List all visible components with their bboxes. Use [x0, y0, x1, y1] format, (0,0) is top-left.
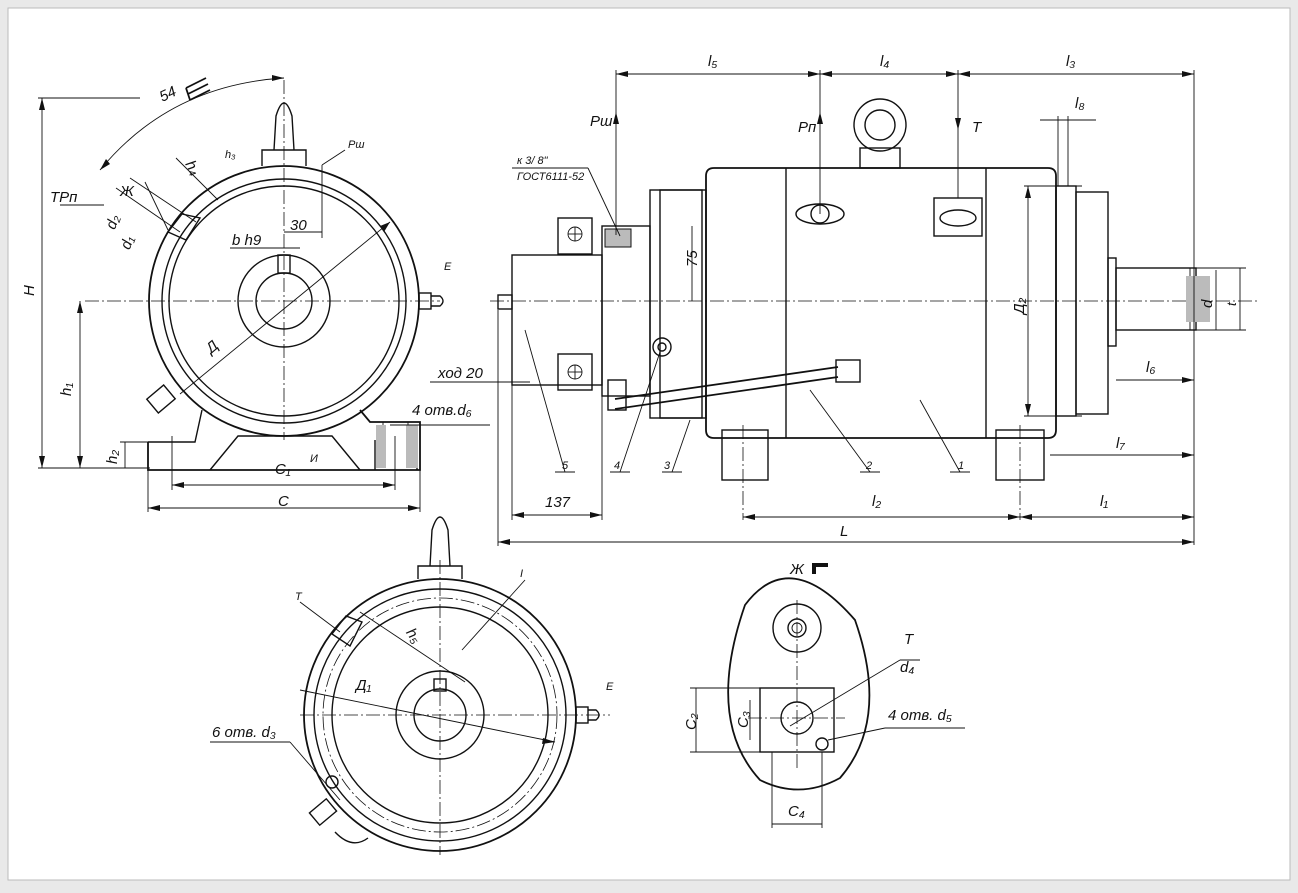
label-C3: C₃: [735, 711, 752, 728]
label-T-small: T: [295, 591, 303, 603]
label-pipe-thread: к 3/ 8": [517, 155, 549, 167]
label-C2: C₂: [683, 713, 700, 730]
label-D2: Д₂: [1011, 297, 1028, 316]
label-pos3: 3: [664, 460, 671, 472]
label-Rsh-small: Pш: [348, 139, 364, 151]
label-pos5: 5: [562, 460, 569, 472]
label-d1: d₁: [117, 233, 138, 251]
front-view: [38, 75, 490, 512]
label-l1: l₁: [1100, 493, 1108, 510]
label-d4: d₄: [900, 659, 914, 676]
label-dim75: 75: [684, 250, 701, 267]
label-I: И: [310, 453, 318, 465]
label-T: T: [972, 119, 983, 136]
label-l5: l₅: [708, 53, 717, 70]
label-L: L: [840, 523, 848, 540]
label-C4: C₄: [788, 803, 805, 820]
label-h2: h₂: [104, 450, 121, 464]
label-holes-d5: 4 отв. d₅: [888, 707, 952, 724]
rear-view: [210, 516, 610, 855]
label-pos2: 2: [865, 460, 872, 472]
label-d: d: [1199, 299, 1216, 308]
label-dim30: 30: [290, 217, 307, 234]
label-view-Zh: Ж: [789, 561, 805, 578]
label-I-roman: I: [520, 568, 523, 580]
label-t: t: [1224, 301, 1239, 306]
label-dim54: 54: [157, 83, 179, 105]
label-d2: d₂: [103, 212, 124, 231]
label-Rsh: Pш: [590, 113, 613, 130]
label-b-h9: b h9: [232, 232, 262, 249]
label-l4: l₄: [880, 53, 889, 70]
label-Rp: Pп: [798, 119, 816, 136]
view-zh: [690, 563, 965, 828]
label-h3: h₃: [225, 149, 236, 161]
label-holes-d6: 4 отв.d₆: [412, 402, 472, 419]
label-E: E: [444, 261, 452, 273]
label-C: C: [278, 493, 289, 510]
label-pos4: 4: [614, 460, 620, 472]
label-holes-d3: 6 отв. d₃: [212, 724, 276, 741]
label-E2: E: [606, 681, 614, 693]
label-stroke: ход 20: [437, 365, 483, 382]
label-l2: l₂: [872, 493, 881, 510]
label-H: H: [21, 285, 38, 296]
label-h1: h₁: [58, 383, 75, 396]
side-view: [430, 70, 1260, 546]
label-C1: C₁: [275, 461, 291, 478]
label-dim137: 137: [545, 494, 571, 511]
label-T-view: T: [904, 631, 915, 648]
label-gost: ГОСТ6111-52: [517, 171, 584, 183]
label-D1: Д₁: [354, 677, 372, 694]
label-l3: l₃: [1066, 53, 1075, 70]
label-l7: l₇: [1116, 435, 1125, 452]
label-TRp: TPп: [50, 189, 77, 206]
label-l8: l₈: [1075, 95, 1085, 112]
label-pos1: 1: [958, 460, 964, 472]
label-l6: l₆: [1146, 359, 1155, 376]
label-Zh: Ж: [119, 183, 135, 200]
